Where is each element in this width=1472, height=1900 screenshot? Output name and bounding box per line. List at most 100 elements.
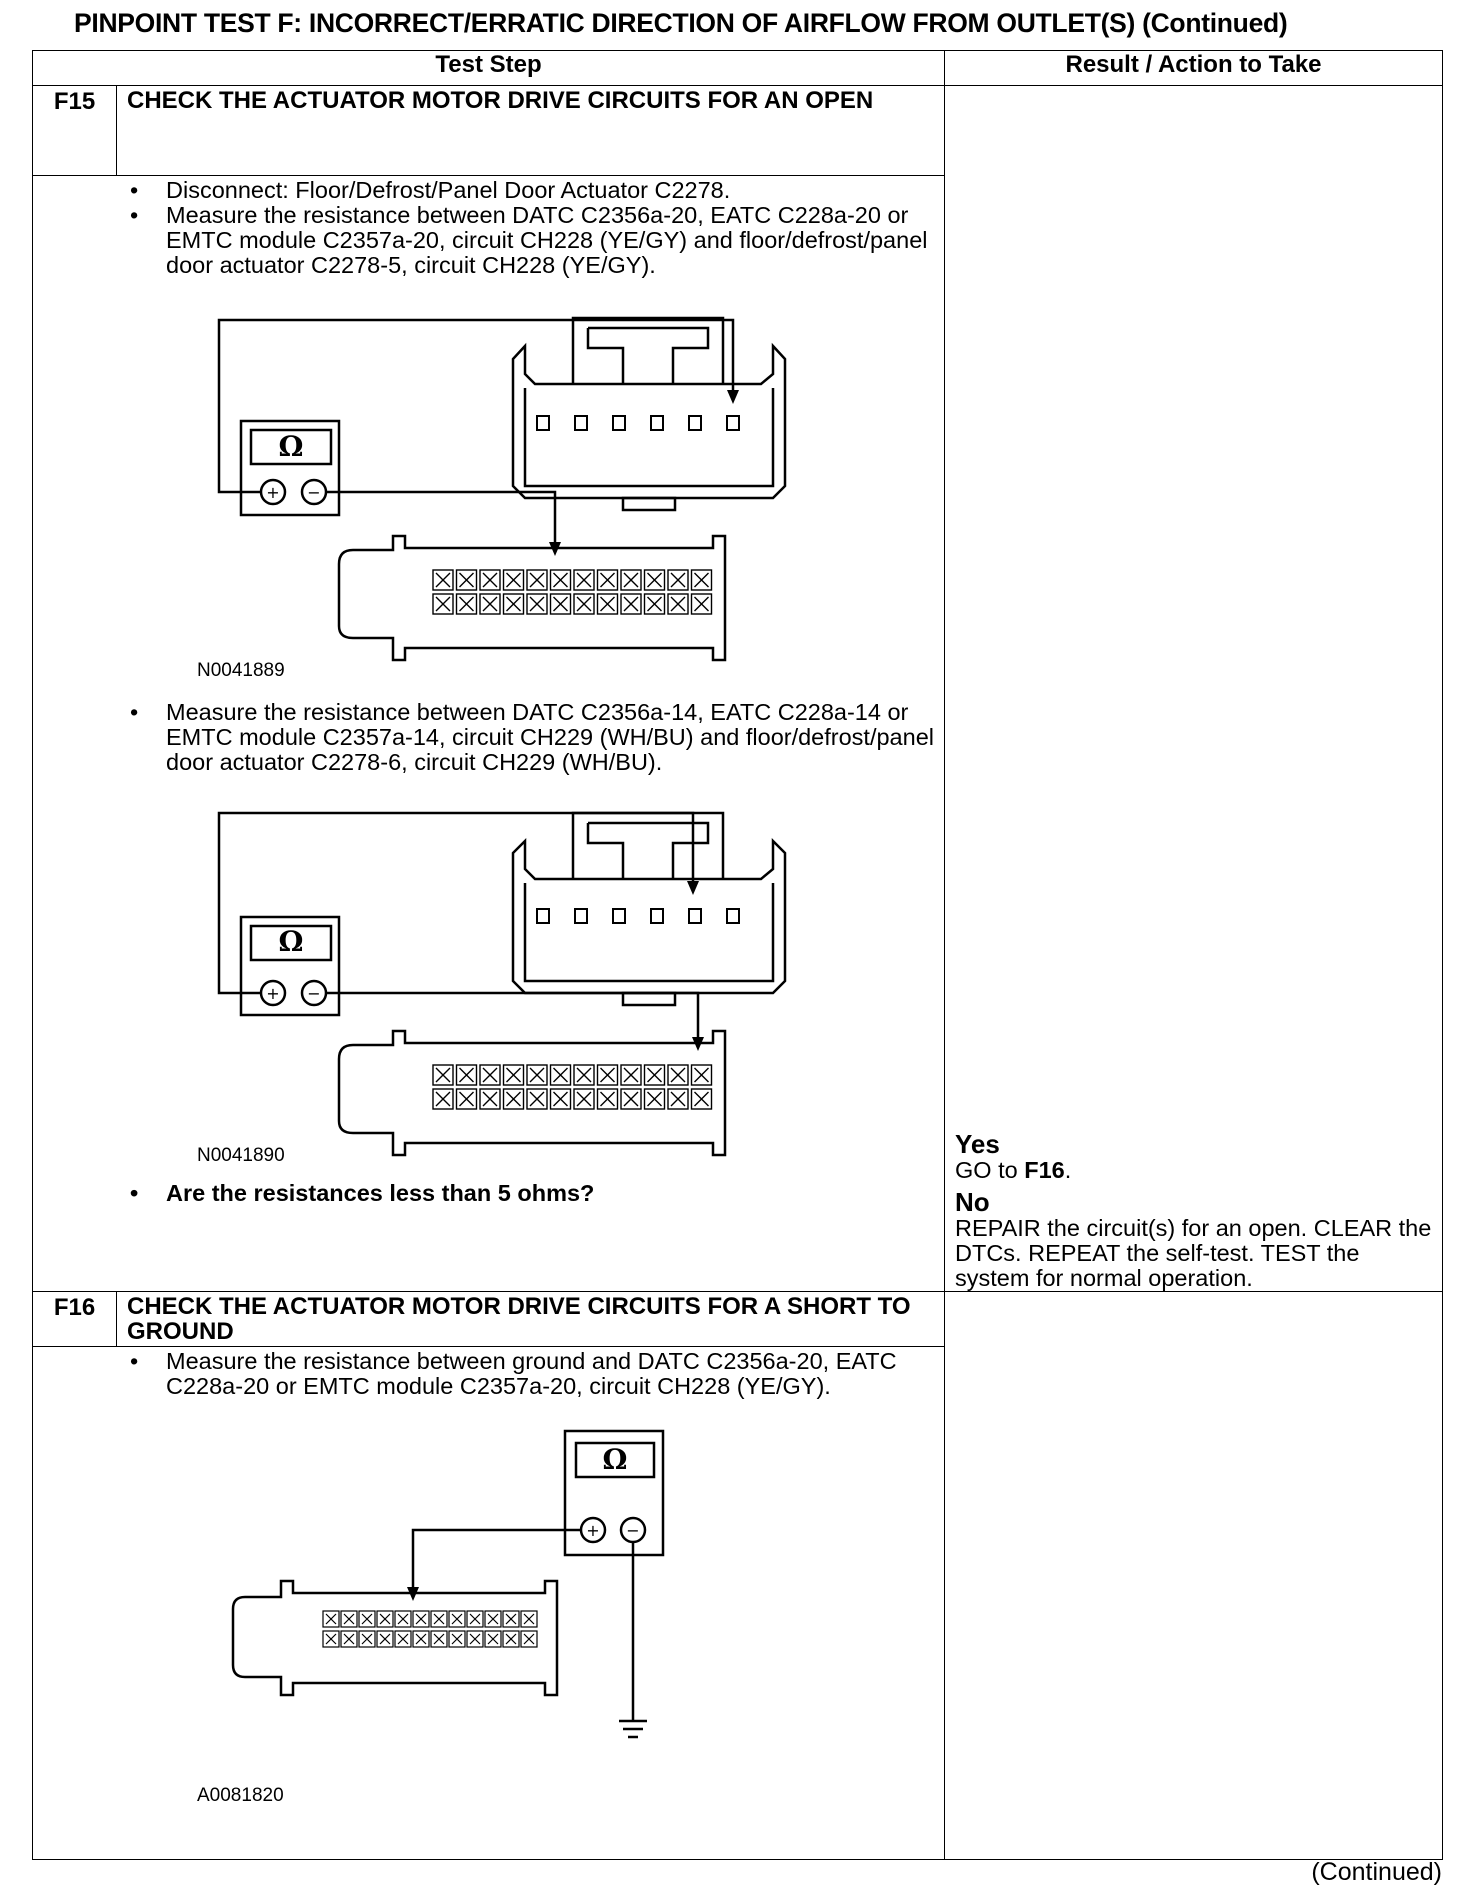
connector-pin (502, 1630, 520, 1648)
step-f15-body-row: Disconnect: Floor/Defrost/Panel Door Act… (32, 175, 1443, 1292)
connector-pin (596, 1064, 619, 1086)
connector-pin (479, 1064, 501, 1086)
test-lead-positive (217, 811, 695, 995)
connector-pin (432, 1064, 454, 1086)
connector-pin-mark (506, 1091, 521, 1107)
connector-pin-mark (487, 1613, 499, 1625)
ohmmeter-body (239, 915, 341, 1017)
connector-pin-mark (469, 1613, 481, 1625)
connector-pin (526, 1088, 548, 1110)
connector-pin-mark (487, 1633, 499, 1645)
connector-pin-mark (482, 1067, 498, 1083)
ohm-symbol: Ω (279, 430, 304, 463)
connector-pin-mark (647, 1067, 662, 1083)
connector-pin (667, 1088, 689, 1110)
connector-pin (520, 1610, 538, 1628)
plus-terminal-icon: + (266, 483, 279, 502)
connector-pin-mark (482, 596, 498, 612)
yes-label: Yes (955, 1129, 1000, 1159)
connector-pin (620, 569, 642, 591)
connector-pin (394, 1630, 412, 1648)
connector-pin (690, 593, 713, 615)
connector-pin (322, 1610, 340, 1628)
ohm-symbol: Ω (279, 925, 304, 958)
actuator-connector-body (511, 837, 787, 995)
connector-pin (322, 1630, 340, 1648)
connector-pin-mark (647, 596, 662, 612)
connector-latch (571, 811, 725, 879)
connector-pin-mark (600, 1067, 615, 1083)
step-id: F15 (32, 85, 117, 176)
module-connector-body (337, 534, 727, 662)
connector-pin-mark (482, 1091, 498, 1107)
connector-pin-mark (600, 596, 615, 612)
connector-pin-mark (459, 572, 474, 588)
connector-pin-mark (523, 1613, 535, 1625)
connector-pin (667, 1064, 689, 1086)
connector-pin-mark (379, 1613, 391, 1625)
test-lead-positive (217, 318, 735, 494)
figure-code: A0081820 (197, 1785, 284, 1806)
connector-pin (466, 1610, 484, 1628)
connector-pin-mark (435, 596, 451, 612)
connector-pin-mark (576, 1067, 592, 1083)
minus-terminal-icon: − (307, 984, 320, 1003)
connector-pin-mark (397, 1613, 409, 1625)
connector-pin (376, 1610, 394, 1628)
connector-pin (358, 1630, 376, 1648)
step-id: F16 (32, 1291, 117, 1347)
connector-pin (430, 1630, 448, 1648)
connector-pin-mark (506, 572, 521, 588)
connector-pin-mark (670, 1067, 686, 1083)
connector-pin (340, 1630, 358, 1648)
connector-pin (573, 569, 595, 591)
minus-terminal-icon: − (626, 1521, 639, 1540)
connector-pin (573, 1088, 595, 1110)
connector-pin-mark (361, 1633, 373, 1645)
connector-pin-mark (694, 1067, 709, 1083)
connector-pin-mark (343, 1633, 355, 1645)
connector-pin (667, 593, 689, 615)
connector-pin (484, 1610, 502, 1628)
connector-pin (526, 569, 548, 591)
connector-pin (412, 1610, 430, 1628)
connector-pin (376, 1630, 394, 1648)
connector-pin-mark (459, 1091, 474, 1107)
connector-pin (690, 1088, 713, 1110)
step-f15-bullets-b: Measure the resistance between DATC C235… (33, 700, 944, 775)
connector-pin (596, 1088, 619, 1110)
no-label: No (955, 1187, 990, 1217)
plus-terminal-icon: + (266, 984, 279, 1003)
pinpoint-test-table: Test Step Result / Action to Take F15 CH… (32, 50, 1443, 1860)
connector-pin-mark (623, 1091, 639, 1107)
connector-pin-mark (435, 1067, 451, 1083)
connector-pin-mark (553, 1091, 568, 1107)
list-item: Disconnect: Floor/Defrost/Panel Door Act… (130, 178, 944, 204)
connector-pin (520, 1630, 538, 1648)
connector-pin-mark (623, 572, 639, 588)
connector-pin-mark (647, 572, 662, 588)
ohmmeter-body (563, 1429, 665, 1557)
connector-pin (502, 1088, 525, 1110)
connector-pin-mark (505, 1633, 517, 1645)
connector-pin-mark (529, 1067, 545, 1083)
step-title: CHECK THE ACTUATOR MOTOR DRIVE CIRCUITS … (116, 1291, 945, 1347)
step-f16-result (944, 1291, 1443, 1860)
wiring-diagram-figure-1: Ω + − N0041889 (197, 316, 787, 680)
connector-pin (455, 1064, 478, 1086)
ground-icon (619, 1719, 647, 1739)
connector-pin-mark (415, 1633, 427, 1645)
connector-pin (455, 569, 478, 591)
connector-pin-mark (469, 1633, 481, 1645)
list-item: Measure the resistance between DATC C235… (130, 203, 944, 278)
connector-pin-mark (576, 572, 592, 588)
connector-pin (620, 1088, 642, 1110)
list-item: Measure the resistance between ground an… (130, 1349, 944, 1399)
plus-terminal-icon: + (586, 1521, 599, 1540)
step-title: CHECK THE ACTUATOR MOTOR DRIVE CIRCUITS … (116, 85, 945, 176)
figure-code: N0041889 (197, 660, 285, 680)
connector-pin (455, 1088, 478, 1110)
connector-pin-mark (529, 596, 545, 612)
connector-pin (502, 1610, 520, 1628)
connector-pin (596, 569, 619, 591)
